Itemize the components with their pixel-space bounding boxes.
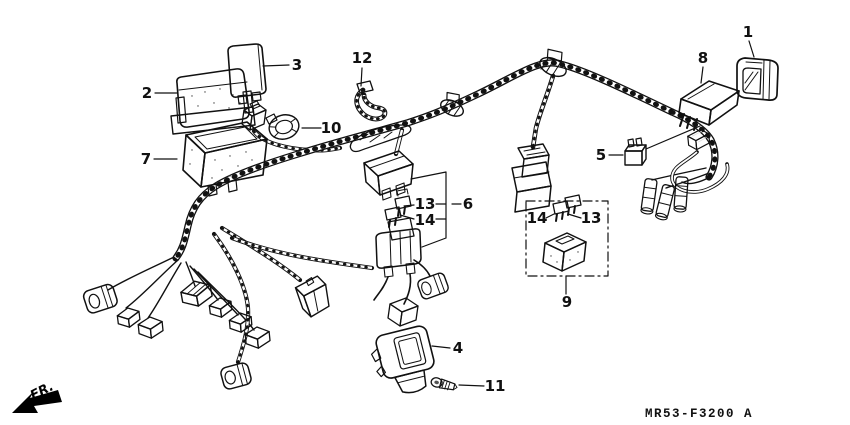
fuse-cover	[363, 150, 414, 201]
leader-1	[748, 40, 755, 58]
tube-loop-wire	[670, 150, 730, 194]
callout-3: 3	[292, 56, 302, 74]
callout-14-box: 14	[527, 209, 548, 227]
callout-13-left: 13	[415, 195, 436, 213]
part-8-relay	[678, 80, 740, 131]
callout-2: 2	[142, 84, 152, 102]
part-code: MR53-F3200 A	[645, 407, 753, 421]
part-10-clamp	[265, 113, 300, 140]
tube-branch-plug	[219, 225, 303, 283]
leader-8	[700, 66, 704, 84]
connector-block	[137, 316, 164, 339]
leader-11	[458, 384, 485, 387]
connector-block-large	[180, 280, 213, 307]
leader-5-location	[645, 125, 701, 150]
callout-1: 1	[743, 23, 753, 41]
stipple-texture	[189, 149, 253, 179]
bulb-sockets	[640, 176, 689, 221]
leader-13b	[567, 213, 582, 219]
callout-6: 6	[463, 195, 473, 213]
round-plug	[417, 272, 449, 300]
connector-block	[244, 326, 271, 349]
blade-fuse	[394, 188, 412, 217]
leader-3	[262, 64, 290, 67]
connector-block	[208, 297, 233, 318]
callout-labels: 1 2 3 4 5 6 7 8 9 10 11 12 13 14 14 13	[141, 23, 753, 395]
dark-connector	[687, 128, 711, 151]
round-connector	[82, 283, 118, 314]
callout-9: 9	[562, 293, 572, 311]
leader-13a	[403, 203, 447, 207]
connector-cluster	[82, 275, 330, 390]
tube-branch-relay	[229, 235, 375, 271]
white-plug	[294, 275, 330, 318]
front-direction-marker: FR.	[12, 379, 62, 413]
part-11-screw	[430, 377, 458, 391]
callout-13-box: 13	[581, 209, 602, 227]
starter-relay	[375, 217, 422, 278]
tape-boss-mid	[440, 91, 464, 117]
round-connector	[220, 362, 252, 390]
tape-boss-peak	[539, 48, 567, 78]
callout-5: 5	[596, 146, 606, 164]
tube-drop-wire	[530, 73, 556, 150]
branch-wires	[107, 167, 713, 331]
callout-12: 12	[352, 49, 373, 67]
tube-branch-lower	[211, 231, 251, 365]
group-9-kit-box	[525, 194, 609, 277]
connector-block	[387, 297, 419, 327]
part-3-control-unit	[227, 43, 267, 105]
leader-12	[360, 67, 363, 87]
group-6-fuse-relay	[363, 150, 449, 327]
part-7-case	[182, 121, 268, 197]
part-12-band-hook	[354, 80, 388, 122]
stacked-connector	[511, 143, 552, 213]
relay-column-wires	[373, 259, 431, 305]
leader-4	[431, 345, 451, 349]
callout-11: 11	[485, 377, 506, 395]
front-arrow-icon	[12, 390, 62, 413]
bracket-6	[410, 171, 447, 248]
callout-4: 4	[453, 339, 463, 357]
callout-14-left: 14	[415, 211, 436, 229]
callout-10: 10	[321, 119, 342, 137]
connector-block	[116, 307, 141, 328]
callout-8: 8	[698, 49, 708, 67]
part-4-sensor	[370, 325, 435, 394]
leader-lines	[153, 40, 755, 387]
callout-7: 7	[141, 150, 151, 168]
leader-14a	[399, 214, 447, 220]
connector-block	[228, 312, 253, 333]
relay-unit	[542, 232, 587, 272]
harness-junction	[349, 124, 412, 153]
part-5-fuse	[624, 137, 647, 166]
part-1-connector-boot	[736, 57, 779, 101]
pigtail-connector	[241, 100, 267, 131]
harness-sub-tubes	[211, 73, 730, 365]
leader-14b	[545, 213, 555, 219]
